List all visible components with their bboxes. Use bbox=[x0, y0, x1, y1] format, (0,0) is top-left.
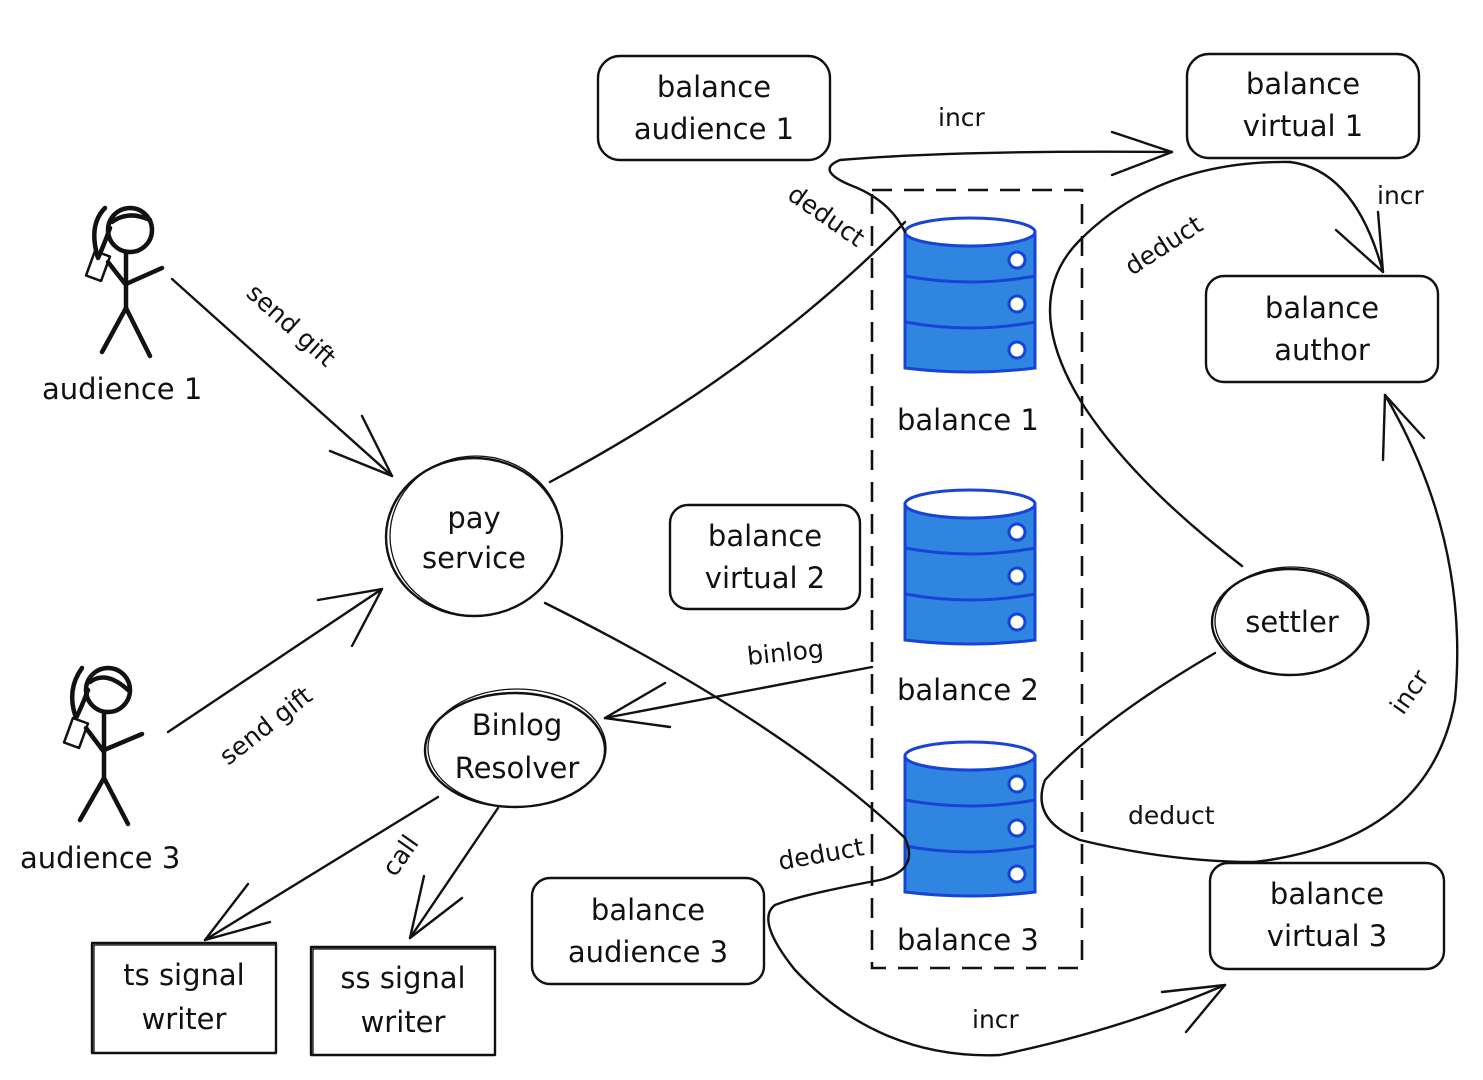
actor-label: audience 3 bbox=[20, 841, 180, 875]
db-top bbox=[903, 488, 1037, 520]
db-body bbox=[903, 754, 1037, 898]
db-indicator bbox=[1007, 294, 1027, 314]
database-icon bbox=[903, 216, 1037, 374]
balance-author-node[interactable]: balance author bbox=[1204, 274, 1440, 384]
balance-audience-1-node[interactable]: balance audience 1 bbox=[596, 54, 832, 162]
database-label: balance 2 bbox=[897, 673, 1039, 707]
node-label-line2: audience 1 bbox=[634, 112, 794, 146]
node-label-line1: balance bbox=[1265, 291, 1379, 325]
database-balance-3[interactable]: balance 3 bbox=[897, 740, 1039, 957]
edge-label: incr bbox=[1384, 664, 1435, 720]
edge-label: call bbox=[376, 830, 424, 882]
binlog-resolver-label-line1: Binlog bbox=[472, 708, 563, 742]
edge-settler-deduct-virtual-3: deduct bbox=[1040, 651, 1257, 864]
edge-label: deduct bbox=[776, 832, 866, 876]
db-indicator bbox=[1007, 250, 1027, 270]
node-label-line1: ts signal bbox=[123, 958, 244, 992]
database-balance-2[interactable]: balance 2 bbox=[897, 488, 1039, 707]
db-indicator bbox=[1007, 612, 1027, 632]
node-label-line1: balance bbox=[657, 70, 771, 104]
edge-call-ts-writer bbox=[203, 795, 440, 942]
db-body bbox=[903, 502, 1037, 646]
node-label-line1: balance bbox=[708, 519, 822, 553]
db-top bbox=[903, 216, 1037, 248]
db-indicator bbox=[1007, 340, 1027, 360]
db-indicator bbox=[1007, 774, 1027, 794]
binlog-resolver-node[interactable]: Binlog Resolver bbox=[423, 688, 607, 809]
node-label-line1: balance bbox=[1246, 67, 1360, 101]
node-label-line2: writer bbox=[361, 1005, 446, 1039]
actor-audience-1[interactable]: audience 1 bbox=[42, 205, 202, 406]
edge-label: deduct bbox=[783, 179, 871, 252]
db-indicator bbox=[1007, 566, 1027, 586]
binlog-resolver-label-line2: Resolver bbox=[455, 751, 580, 785]
node-label-line1: ss signal bbox=[340, 961, 465, 995]
edge-call-ss-writer: call bbox=[376, 806, 500, 940]
edge-label: send gift bbox=[241, 278, 342, 373]
edge-send-gift-audience-1: send gift bbox=[170, 277, 394, 478]
edge-settler-deduct-virtual-1: deduct bbox=[1048, 160, 1292, 568]
database-label: balance 3 bbox=[897, 923, 1039, 957]
database-icon bbox=[903, 488, 1037, 646]
settler-node[interactable]: settler bbox=[1210, 566, 1370, 677]
balance-audience-3-node[interactable]: balance audience 3 bbox=[530, 876, 766, 986]
person-with-phone-icon bbox=[84, 205, 165, 359]
ss-signal-writer-node[interactable]: ss signal writer bbox=[309, 945, 497, 1057]
pay-service-node[interactable]: pay service bbox=[384, 455, 564, 618]
edge-label: incr bbox=[1377, 181, 1425, 210]
node-label-line2: audience 3 bbox=[568, 935, 728, 969]
pay-service-label-line2: service bbox=[422, 541, 526, 575]
database-icon bbox=[903, 740, 1037, 898]
edge-label: incr bbox=[972, 1005, 1020, 1034]
person-with-phone-icon bbox=[62, 665, 145, 827]
node-label-line2: author bbox=[1274, 333, 1370, 367]
edge-label: binlog bbox=[746, 634, 825, 671]
node-label-line1: balance bbox=[591, 893, 705, 927]
database-label: balance 1 bbox=[897, 403, 1039, 437]
edge-binlog: binlog bbox=[603, 634, 874, 729]
edge-virtual-1-to-author: incr bbox=[1288, 160, 1425, 274]
db-indicator bbox=[1007, 818, 1027, 838]
edge-label: deduct bbox=[1128, 801, 1215, 830]
balance-virtual-1-node[interactable]: balance virtual 1 bbox=[1185, 52, 1421, 160]
edge-label: incr bbox=[938, 103, 986, 132]
db-top bbox=[903, 740, 1037, 772]
edge-send-gift-audience-3: send gift bbox=[166, 587, 384, 771]
node-label-line1: balance bbox=[1270, 877, 1384, 911]
db-indicator bbox=[1007, 522, 1027, 542]
node-label-line2: writer bbox=[142, 1002, 227, 1036]
actor-label: audience 1 bbox=[42, 372, 202, 406]
balance-virtual-3-node[interactable]: balance virtual 3 bbox=[1208, 861, 1446, 971]
edge-label: deduct bbox=[1119, 209, 1208, 281]
db-body bbox=[903, 230, 1037, 374]
db-divider bbox=[904, 844, 1036, 854]
edge-pay-service-to-balance-3 bbox=[543, 601, 907, 840]
db-divider bbox=[904, 320, 1036, 330]
settler-label: settler bbox=[1245, 605, 1339, 639]
edge-pay-service-to-balance-1 bbox=[548, 220, 907, 484]
db-divider bbox=[904, 798, 1036, 808]
node-label-line2: virtual 3 bbox=[1267, 919, 1387, 953]
db-divider bbox=[904, 592, 1036, 602]
db-indicator bbox=[1007, 864, 1027, 884]
node-label-line2: virtual 2 bbox=[705, 561, 825, 595]
database-balance-1[interactable]: balance 1 bbox=[897, 216, 1039, 437]
node-label-line2: virtual 1 bbox=[1243, 109, 1363, 143]
pay-service-label-line1: pay bbox=[447, 501, 500, 535]
database-cluster-boundary bbox=[870, 188, 1084, 970]
db-divider bbox=[904, 546, 1036, 556]
edge-label: send gift bbox=[214, 681, 318, 771]
db-divider bbox=[904, 274, 1036, 284]
actor-audience-3[interactable]: audience 3 bbox=[20, 665, 180, 875]
balance-virtual-2-node[interactable]: balance virtual 2 bbox=[668, 503, 862, 611]
ts-signal-writer-node[interactable]: ts signal writer bbox=[90, 941, 278, 1055]
